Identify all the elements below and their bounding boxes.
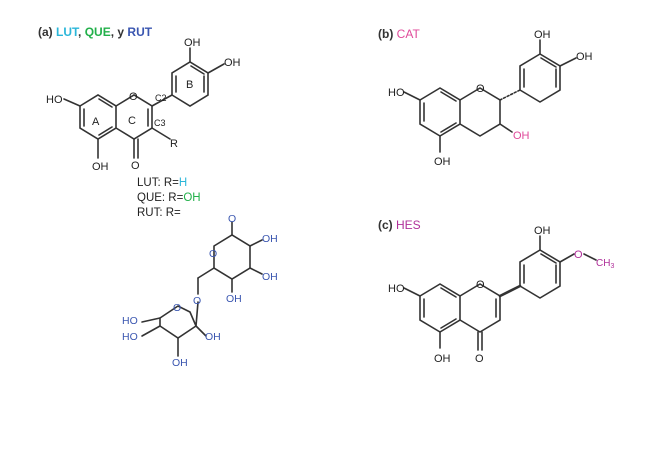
svg-text:HO: HO <box>122 331 138 343</box>
svg-text:OH: OH <box>513 130 530 142</box>
svg-text:C: C <box>128 115 136 127</box>
svg-text:OH: OH <box>184 37 201 49</box>
r-rut-prefix: RUT: R= <box>137 207 181 219</box>
panel-a-prefix: (a) <box>38 25 53 39</box>
hesperetin-structure <box>403 235 597 351</box>
svg-text:CH3: CH3 <box>596 258 614 270</box>
panel-b-title: (b) CAT <box>378 27 420 41</box>
svg-text:OH: OH <box>434 156 451 168</box>
svg-text:HO: HO <box>388 283 405 295</box>
atom-labels-sugar: O OH OH OH O O O HO HO OH OH <box>122 213 278 369</box>
r-lut-value: H <box>178 177 188 189</box>
r-lut-row: LUT: R=H <box>137 177 187 189</box>
rut-label: RUT <box>127 25 153 39</box>
cat-label: CAT <box>396 27 420 41</box>
svg-text:O: O <box>574 249 583 261</box>
panel-c-title: (c) HES <box>378 218 421 232</box>
separator: , y <box>110 25 125 39</box>
r-que-row: QUE: R=OH <box>137 192 201 204</box>
flavone-core-a <box>63 47 225 159</box>
svg-text:OH: OH <box>205 331 221 343</box>
svg-text:OH: OH <box>534 29 551 41</box>
svg-text:O: O <box>131 160 140 172</box>
svg-text:O: O <box>228 213 236 225</box>
catechin-structure <box>403 39 577 153</box>
svg-text:OH: OH <box>576 51 593 63</box>
svg-text:O: O <box>173 302 181 314</box>
svg-text:O: O <box>129 91 138 103</box>
atom-labels-c: HO O OH O OH O CH3 <box>388 225 614 365</box>
svg-text:OH: OH <box>262 271 278 283</box>
rutinoside-sugar <box>141 221 263 357</box>
svg-text:R: R <box>170 138 178 150</box>
svg-text:O: O <box>193 295 201 307</box>
svg-text:OH: OH <box>534 225 551 237</box>
svg-text:OH: OH <box>172 357 188 369</box>
svg-text:A: A <box>92 116 100 128</box>
panel-b-prefix: (b) <box>378 27 394 41</box>
svg-text:OH: OH <box>226 293 242 305</box>
svg-text:O: O <box>476 83 485 95</box>
svg-text:HO: HO <box>122 315 138 327</box>
svg-text:O: O <box>475 353 484 365</box>
svg-text:C3: C3 <box>154 118 166 128</box>
separator: , <box>78 25 82 39</box>
svg-text:OH: OH <box>434 353 451 365</box>
hes-label: HES <box>396 218 421 232</box>
que-label: QUE <box>84 25 111 39</box>
svg-text:B: B <box>186 79 193 91</box>
atom-labels-a: HO O C2 C3 A C B R OH O OH OH <box>46 37 241 173</box>
svg-text:HO: HO <box>388 87 405 99</box>
lut-label: LUT <box>56 25 79 39</box>
r-rut-row: RUT: R= <box>137 207 181 219</box>
panel-c-prefix: (c) <box>378 218 393 232</box>
svg-text:O: O <box>209 248 217 260</box>
atom-labels-b: HO O OH OH OH OH <box>388 29 593 168</box>
svg-text:O: O <box>476 279 485 291</box>
r-que-prefix: QUE: R= <box>137 192 184 204</box>
svg-text:OH: OH <box>92 161 109 173</box>
panel-a-title: (a) LUT, QUE, y RUT <box>38 25 152 39</box>
r-que-value: OH <box>183 192 201 204</box>
ho-label: HO <box>46 94 63 106</box>
svg-text:OH: OH <box>224 57 241 69</box>
r-lut-prefix: LUT: R= <box>137 177 179 189</box>
svg-text:C2: C2 <box>155 93 167 103</box>
svg-text:OH: OH <box>262 233 278 245</box>
